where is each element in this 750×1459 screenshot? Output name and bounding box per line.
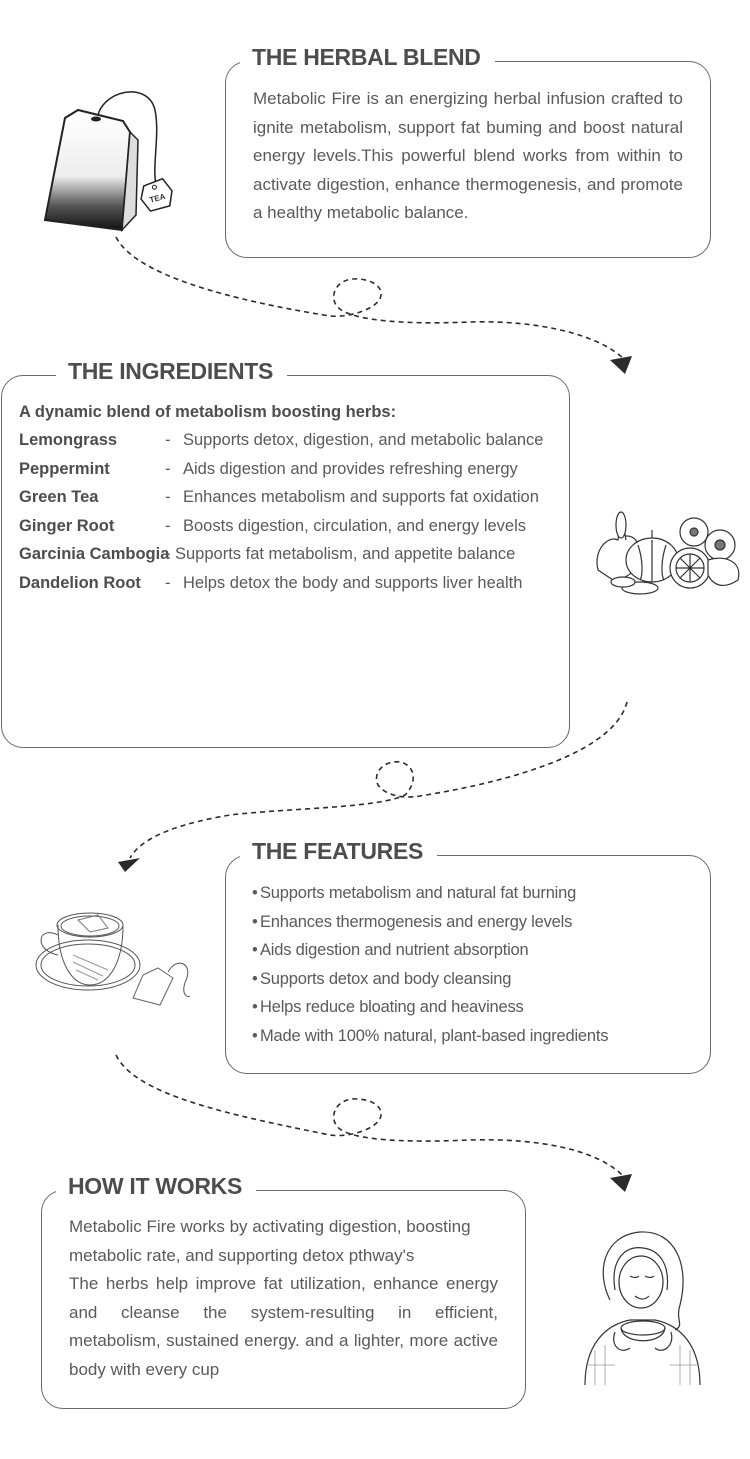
how-it-works-text: Metabolic Fire works by activating diges… — [69, 1213, 498, 1384]
ingredient-name: Lemongrass — [19, 431, 118, 449]
how-it-works-box — [41, 1190, 526, 1409]
herbs-fruits-illustration — [588, 500, 748, 600]
ingredient-name: Ginger Root — [19, 516, 115, 535]
ingredient-row: Garcinia Cambogia - Supports fat metabol… — [19, 540, 559, 569]
tea-bag-illustration: TEA — [30, 85, 190, 235]
ingredients-intro: A dynamic blend of metabolism boosting h… — [19, 403, 397, 421]
ingredient-dash: - — [165, 431, 171, 449]
svg-text:TEA: TEA — [149, 192, 167, 205]
ingredient-name: Peppermint — [19, 459, 110, 478]
how-it-works-heading: HOW IT WORKS — [68, 1173, 242, 1199]
tea-cup-illustration — [28, 910, 193, 1010]
bullet-icon: • — [252, 941, 258, 959]
ingredient-row: Dandelion Root - Helps detox the body an… — [19, 569, 559, 598]
how-it-works-paragraph-2: The herbs help improve fat utilization, … — [69, 1274, 498, 1379]
herbs-icon — [596, 511, 740, 595]
ingredient-name: Dandelion Root — [19, 573, 141, 592]
features-list: •Supports metabolism and natural fat bur… — [252, 879, 702, 1050]
bullet-icon: • — [252, 884, 258, 902]
feature-item: •Helps reduce bloating and heaviness — [252, 993, 702, 1022]
how-it-works-paragraph-1: Metabolic Fire works by activating diges… — [69, 1217, 471, 1265]
tea-cup-icon — [35, 912, 191, 1006]
ingredient-dash: - — [165, 545, 171, 563]
ingredients-heading: THE INGREDIENTS — [68, 358, 274, 384]
feature-item: •Enhances thermogenesis and energy level… — [252, 908, 702, 937]
features-heading: THE FEATURES — [252, 838, 424, 864]
arrow-head-3 — [610, 1174, 632, 1192]
ingredient-name: Garcinia Cambogia — [19, 545, 170, 563]
ingredient-name: Green Tea — [19, 488, 99, 506]
bullet-icon: • — [252, 1026, 258, 1045]
ingredients-content: A dynamic blend of metabolism boosting h… — [19, 398, 559, 597]
tea-bag-icon: TEA — [43, 91, 173, 233]
ingredient-row: Peppermint - Aids digestion and provides… — [19, 455, 559, 484]
ingredient-row: Ginger Root - Boosts digestion, circulat… — [19, 512, 559, 541]
bullet-icon: • — [252, 912, 258, 931]
ingredient-desc: Supports detox, digestion, and metabolic… — [183, 431, 544, 449]
ingredient-row: Lemongrass - Supports detox, digestion, … — [19, 426, 559, 455]
feature-item: •Supports detox and body cleansing — [252, 965, 702, 994]
ingredient-dash: - — [165, 488, 171, 506]
ingredient-dash: - — [165, 459, 171, 478]
bullet-icon: • — [252, 969, 258, 988]
ingredient-desc: Enhances metabolism and supports fat oxi… — [183, 488, 539, 506]
ingredient-dash: - — [165, 516, 171, 535]
features-box — [225, 855, 711, 1074]
ingredient-desc: Supports fat metabolism, and appetite ba… — [175, 545, 516, 563]
ingredient-dash: - — [165, 573, 171, 592]
herbal-blend-heading: THE HERBAL BLEND — [252, 44, 481, 70]
arrow-head-2 — [118, 858, 140, 872]
ingredient-desc: Helps detox the body and supports liver … — [183, 573, 523, 592]
feature-item: •Supports metabolism and natural fat bur… — [252, 879, 702, 908]
herbal-blend-text: Metabolic Fire is an energizing herbal i… — [253, 89, 683, 222]
feature-item: •Made with 100% natural, plant-based ing… — [252, 1022, 702, 1051]
woman-icon — [584, 1231, 701, 1385]
bullet-icon: • — [252, 998, 258, 1016]
feature-item: •Aids digestion and nutrient absorption — [252, 936, 702, 965]
woman-drinking-tea-illustration — [575, 1220, 710, 1385]
ingredient-desc: Boosts digestion, circulation, and energ… — [183, 516, 527, 535]
ingredient-desc: Aids digestion and provides refreshing e… — [183, 459, 518, 478]
arrow-head-1 — [610, 356, 632, 374]
ingredient-row: Green Tea - Enhances metabolism and supp… — [19, 483, 559, 512]
